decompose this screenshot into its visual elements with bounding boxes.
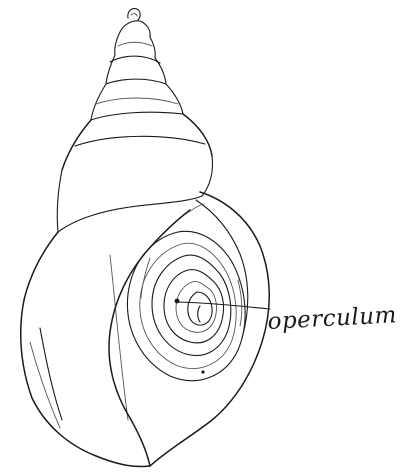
operculum-label: operculum (267, 302, 398, 335)
shell-spire (57, 21, 212, 232)
shell-apex (128, 9, 140, 20)
shell-aperture (109, 192, 269, 466)
shell-body-whorl (21, 196, 202, 467)
operculum-nucleus (175, 299, 180, 304)
